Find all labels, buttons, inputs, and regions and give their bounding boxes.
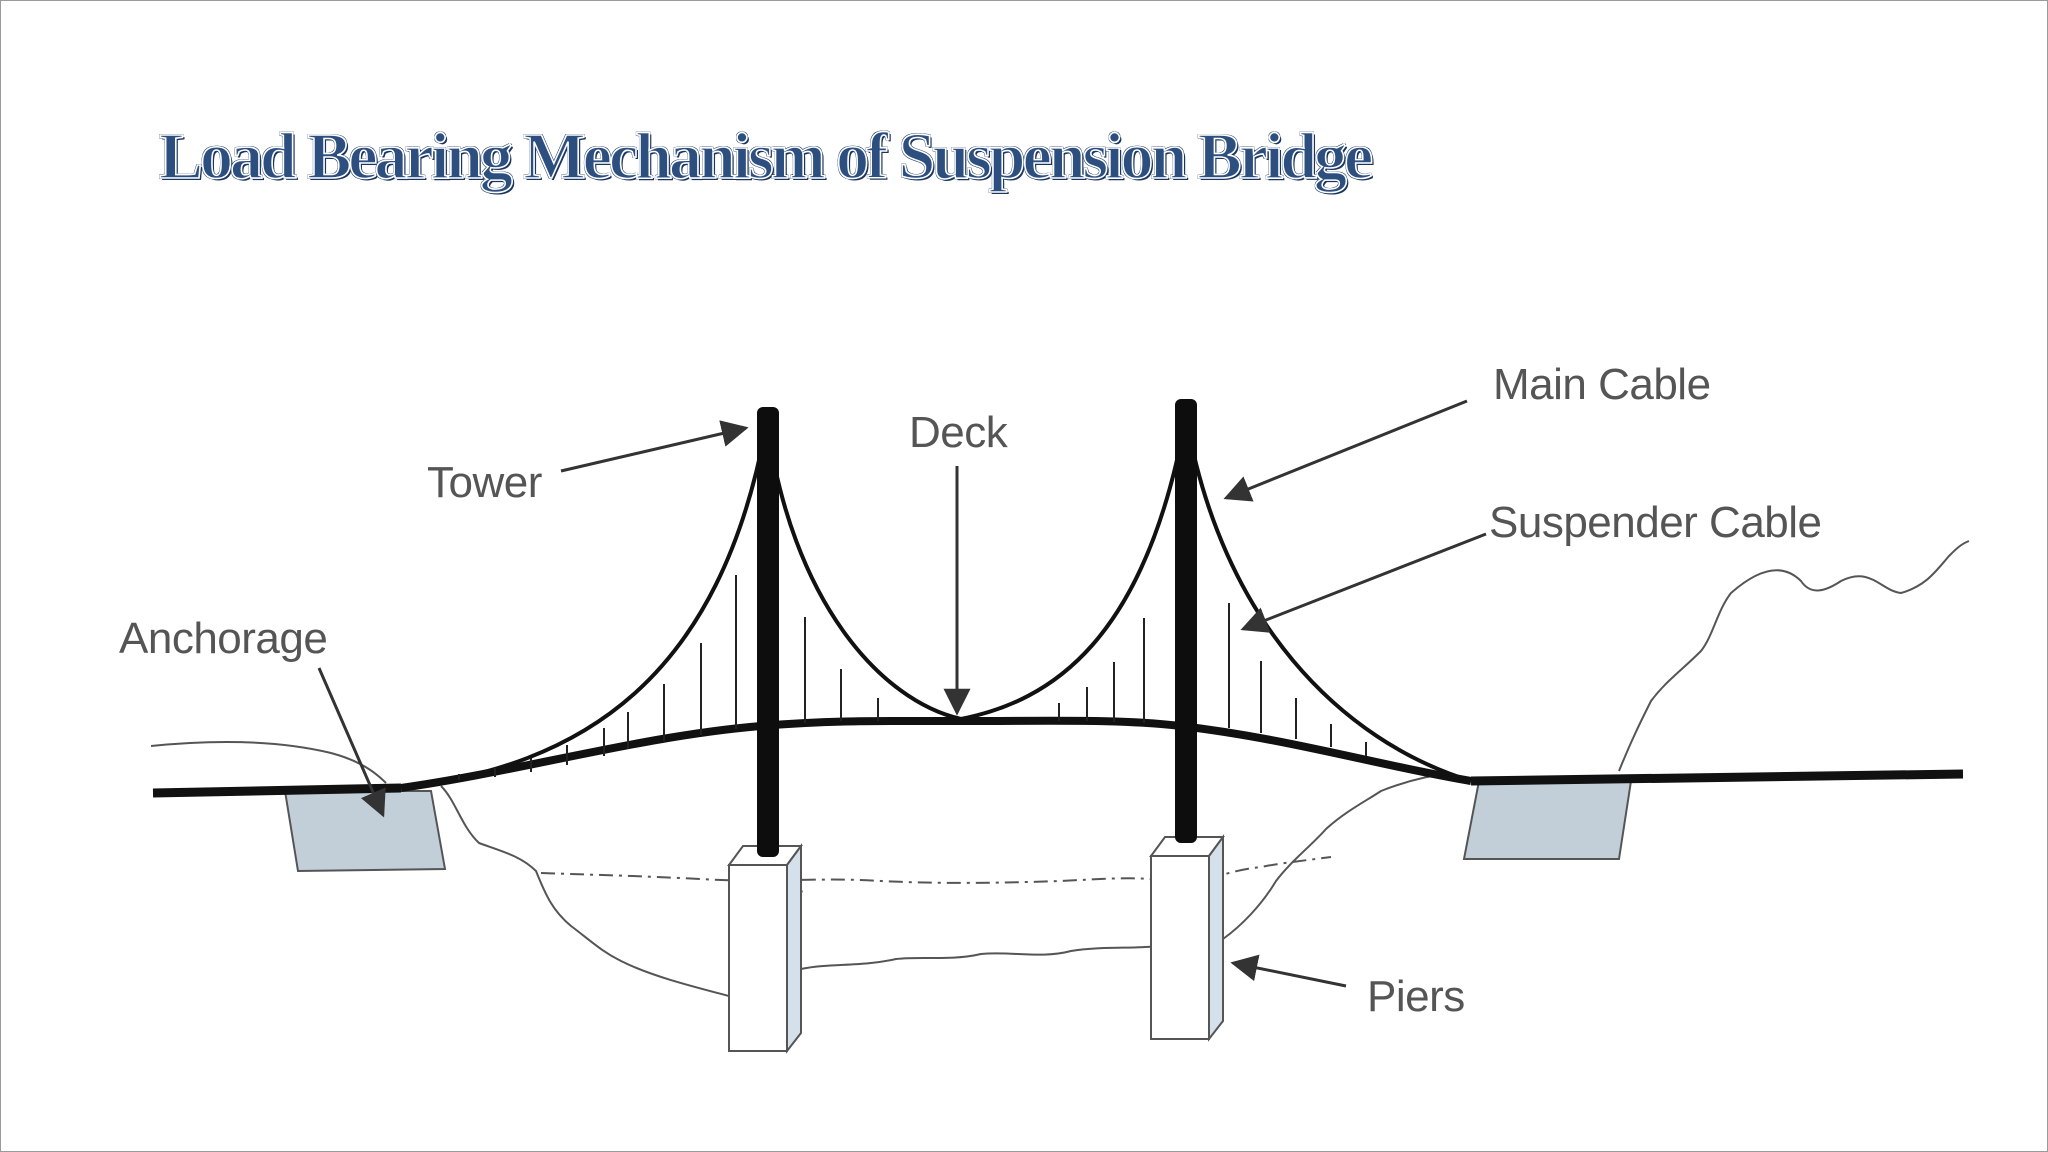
label-main-cable: Main Cable (1493, 360, 1711, 409)
main-cable-left-back (400, 420, 769, 790)
right-tower (1175, 399, 1197, 843)
right-pier (1149, 833, 1225, 1042)
label-tower: Tower (427, 458, 542, 507)
left-pier (727, 842, 803, 1054)
bridge-deck (400, 716, 1472, 792)
main-cable-arrow (1223, 399, 1468, 502)
water-line (540, 856, 1332, 884)
right-approach-road (1470, 769, 1964, 786)
label-suspender-cable: Suspender Cable (1489, 498, 1822, 547)
anchorage-arrow (317, 667, 386, 818)
river-bed (800, 945, 1162, 970)
left-approach-road (152, 783, 402, 798)
label-deck: Deck (909, 408, 1009, 457)
tower-arrow (560, 420, 749, 473)
towers (757, 399, 1197, 857)
anchorage-blocks (283, 780, 1633, 873)
main-cables (400, 415, 1472, 790)
right-anchorage-block (1462, 780, 1633, 860)
labels: Tower Deck Main Cable Suspender Cable An… (119, 360, 1822, 1021)
main-cable-center-right (960, 415, 1188, 721)
left-anchorage-block (283, 790, 447, 873)
terrain (150, 540, 1970, 997)
slide-title: Load Bearing Mechanism of Suspension Bri… (158, 119, 1374, 194)
piers (727, 833, 1225, 1054)
left-bank-slope (440, 785, 730, 997)
left-tower (757, 407, 779, 857)
label-anchorage: Anchorage (119, 614, 327, 663)
main-cable-right-back (1184, 415, 1472, 783)
callout-arrows (317, 399, 1487, 988)
right-bank-slope (1222, 772, 1452, 940)
piers-arrow (1230, 954, 1347, 988)
main-cable-center-left (765, 420, 962, 721)
left-bank-top (150, 740, 387, 784)
suspender-cable-arrow (1240, 532, 1487, 633)
suspender-cables (458, 575, 1367, 780)
right-hill (1618, 540, 1970, 772)
label-piers: Piers (1367, 972, 1465, 1021)
